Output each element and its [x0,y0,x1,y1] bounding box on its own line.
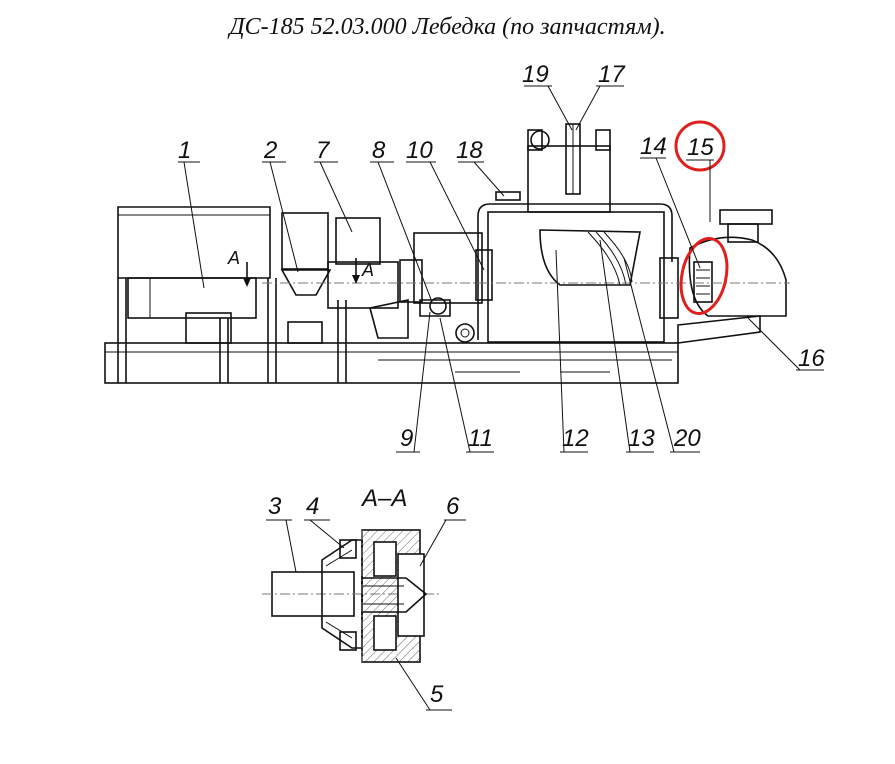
callout-label: 3 [268,493,282,520]
callout-label: 10 [406,137,433,164]
section-mark-left: А [227,248,251,287]
callout-group-bottom: 9 11 12 13 20 [396,239,701,453]
callout-label: 19 [522,61,549,88]
callout-label: 12 [562,425,589,452]
callout-label: 20 [673,425,701,452]
callout-label: 13 [628,425,655,452]
callout-label: 6 [446,493,460,520]
section-mark-label: А [361,260,374,280]
callout-label: 16 [798,345,825,372]
callout-label-highlighted: 15 [687,134,714,161]
callout-label: 17 [598,61,626,88]
motor-assembly [117,206,277,383]
callout-label: 8 [372,137,386,164]
callout-label: 18 [456,137,483,164]
top-bracket [495,123,611,213]
section-title: А–А [360,485,407,512]
callout-label: 9 [400,425,413,452]
highlight-ellipse-part [679,237,729,315]
section-view-a-a: А–А 3 4 6 5 [262,485,466,711]
callout-label: 5 [430,681,444,708]
callout-label: 2 [263,137,277,164]
highlight-circle-callout [674,120,726,172]
callout-label: 1 [178,137,191,164]
main-view: А А [104,120,790,384]
section-mark-label: А [227,248,240,268]
drawing-title: ДС-185 52.03.000 Лебедка (по запчастям). [229,14,666,40]
right-end-unit [677,209,787,344]
callout-label: 14 [640,133,667,160]
callout-label: 4 [306,493,319,520]
coupling-and-brake [280,212,409,383]
callout-label: 7 [316,137,331,164]
drum [477,203,679,343]
gear-housing [399,232,493,343]
base-frame [104,342,679,384]
callout-group-top: 1 2 7 8 10 18 19 17 14 15 [178,61,825,372]
section-mark-right: А [352,258,374,284]
callout-label: 11 [468,425,493,452]
